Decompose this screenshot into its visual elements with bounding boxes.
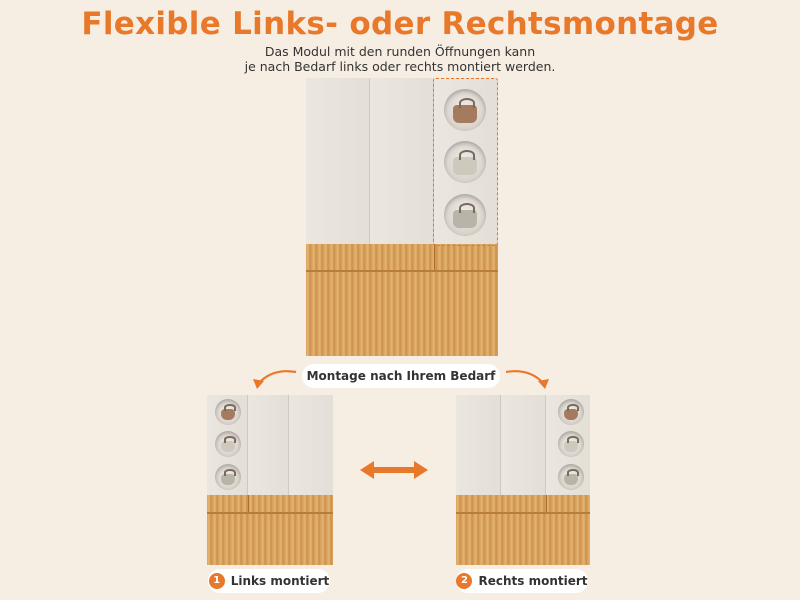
double-arrow-icon	[360, 461, 428, 479]
round-opening-3	[444, 194, 486, 236]
left-round-opening-1	[215, 399, 241, 425]
main-cabinet-image	[306, 78, 498, 356]
right-mounted-cabinet-image	[456, 395, 590, 565]
page-title: Flexible Links- oder Rechtsmontage	[81, 6, 719, 42]
subtitle-line-2: je nach Bedarf links oder rechts montier…	[244, 59, 556, 74]
right-round-opening-3	[558, 464, 584, 490]
right-mounted-text: Rechts montiert	[478, 574, 588, 588]
left-mounted-label: 1 Links montiert	[208, 569, 330, 593]
round-opening-2	[444, 141, 486, 183]
right-mounted-label: 2 Rechts montiert	[456, 569, 588, 593]
curved-arrow-right-icon	[505, 370, 549, 389]
subtitle-line-1: Das Modul mit den runden Öffnungen kann	[264, 44, 536, 59]
mounting-label: Montage nach Ihrem Bedarf	[302, 364, 500, 388]
highlight-frame	[433, 78, 498, 246]
right-round-opening-1	[558, 399, 584, 425]
left-round-opening-2	[215, 431, 241, 457]
step-number-2: 2	[456, 572, 473, 589]
step-number-1: 1	[208, 572, 225, 589]
left-mounted-cabinet-image	[207, 395, 333, 565]
right-round-opening-2	[558, 431, 584, 457]
page-subtitle: Das Modul mit den runden Öffnungen kann …	[0, 44, 800, 74]
left-round-opening-3	[215, 464, 241, 490]
round-opening-1	[444, 89, 486, 131]
left-mounted-text: Links montiert	[230, 574, 330, 588]
curved-arrow-left-icon	[253, 370, 297, 389]
